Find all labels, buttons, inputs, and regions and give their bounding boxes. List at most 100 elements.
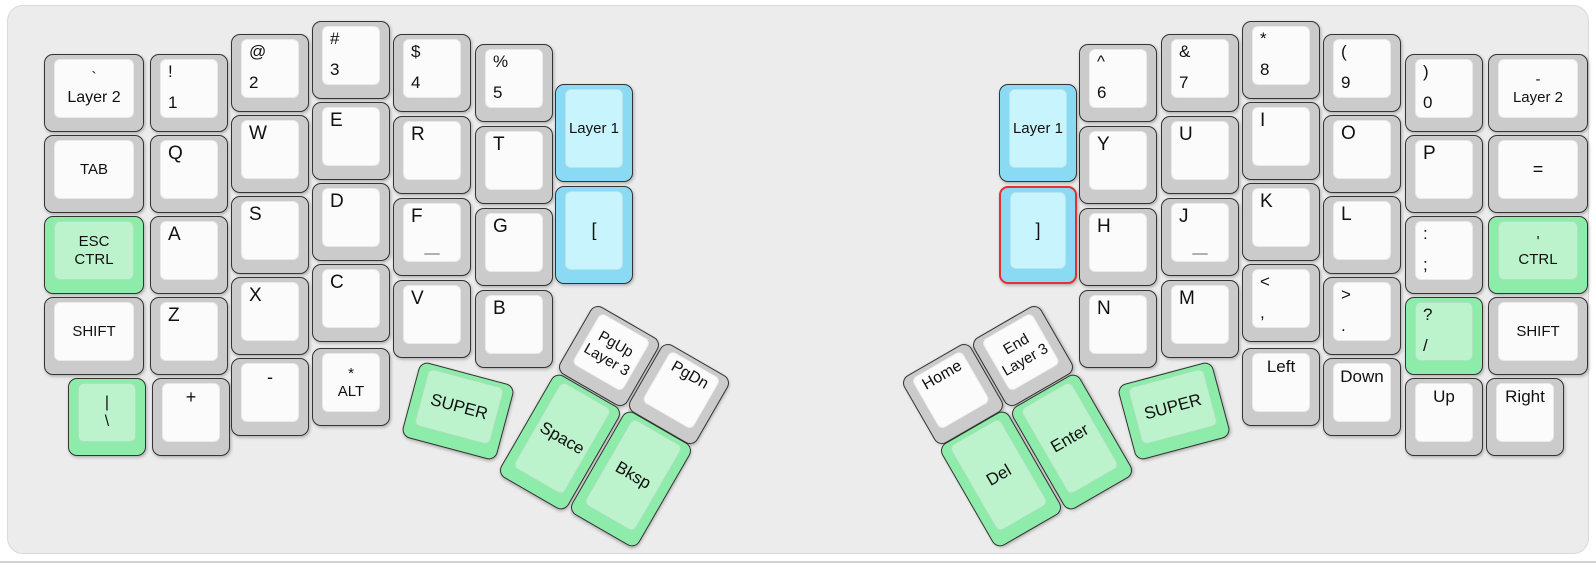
key-caret-6[interactable]: ^6 [1079,44,1157,122]
keycap-top: G [485,213,543,272]
keycap-top: N [1089,295,1147,354]
key-h[interactable]: H [1079,208,1157,286]
key-right-arrow[interactable]: Right [1486,378,1564,456]
keycap-top: SHIFT [1498,302,1578,361]
key-legend: \ [104,412,110,430]
key-percent-5[interactable]: %5 [475,44,553,122]
key-z[interactable]: Z [150,297,228,375]
homing-bar [424,253,440,255]
key-f[interactable]: F [393,198,471,276]
key-greater-period[interactable]: >. [1323,277,1401,355]
key-u[interactable]: U [1161,116,1239,194]
keycap-top: P [1415,140,1473,199]
keycap-top: - [241,363,299,422]
key-legend: N [1097,298,1111,319]
key-legend: [ [591,220,597,241]
key-x[interactable]: X [231,277,309,355]
key-legend: H [1097,216,1111,237]
key-lparen-9[interactable]: (9 [1323,34,1401,112]
key-pipe-backslash[interactable]: |\ [68,378,146,456]
key-layer1-right[interactable]: Layer 1 [999,84,1077,182]
key-rbracket[interactable]: ] [999,186,1077,284]
key-rparen-0[interactable]: )0 [1405,54,1483,132]
key-s[interactable]: S [231,196,309,274]
key-m[interactable]: M [1161,280,1239,358]
key-o[interactable]: O [1323,115,1401,193]
keycap-top: SUPER [413,368,505,446]
key-super-right[interactable]: SUPER [1116,360,1232,462]
key-legend: ; [1423,255,1428,275]
key-q[interactable]: Q [150,135,228,213]
keycap-top: )0 [1415,59,1473,118]
key-down-arrow[interactable]: Down [1323,358,1401,436]
key-e[interactable]: E [312,102,390,180]
keycap-top: = [1498,140,1578,199]
key-shift-right[interactable]: SHIFT [1488,297,1588,375]
key-dollar-4[interactable]: $4 [393,34,471,112]
key-minus[interactable]: - [231,358,309,436]
key-y[interactable]: Y [1079,126,1157,204]
key-shift-left[interactable]: SHIFT [44,297,144,375]
key-legend: ? [1423,305,1433,324]
key-b[interactable]: B [475,290,553,368]
keycap-top: SUPER [1127,368,1219,446]
keycap-top: *ALT [322,353,380,412]
key-d[interactable]: D [312,183,390,261]
key-at-2[interactable]: @2 [231,34,309,112]
key-legend: | [104,394,110,412]
key-lbracket[interactable]: [ [555,186,633,284]
key-amp-7[interactable]: &7 [1161,34,1239,112]
key-r[interactable]: R [393,116,471,194]
key-layer1-left[interactable]: Layer 1 [555,84,633,182]
keycap-top: B [485,295,543,354]
key-i[interactable]: I [1242,102,1320,180]
key-v[interactable]: V [393,280,471,358]
key-w[interactable]: W [231,115,309,193]
key-legend: U [1179,124,1193,145]
key-quote-ctrl[interactable]: 'CTRL [1488,216,1588,294]
keycap-top: Layer 1 [1009,89,1067,168]
key-minus-layer2[interactable]: -Layer 2 [1488,54,1588,132]
key-up-arrow[interactable]: Up [1405,378,1483,456]
key-exclam-1[interactable]: !1 [150,54,228,132]
key-legend: K [1260,191,1273,212]
key-plus[interactable]: + [152,378,230,456]
key-legend: M [1179,288,1195,309]
key-star-alt[interactable]: *ALT [312,348,390,426]
key-k[interactable]: K [1242,183,1320,261]
key-legend: ( [1341,42,1347,61]
key-legend: ALT [337,382,365,400]
key-g[interactable]: G [475,208,553,286]
key-legend: TAB [79,160,109,178]
key-left-arrow[interactable]: Left [1242,348,1320,426]
key-equals[interactable]: = [1488,135,1588,213]
key-super-left[interactable]: SUPER [400,360,516,462]
key-question-slash[interactable]: ?/ [1405,297,1483,375]
key-t[interactable]: T [475,126,553,204]
key-l[interactable]: L [1323,196,1401,274]
key-hash-3[interactable]: #3 [312,21,390,99]
key-n[interactable]: N [1079,290,1157,368]
key-grave-layer2[interactable]: `Layer 2 [44,54,144,132]
key-p[interactable]: P [1405,135,1483,213]
key-j[interactable]: J [1161,198,1239,276]
key-legend: J [1179,206,1189,227]
key-legend: Layer 1 [1012,119,1064,137]
key-c[interactable]: C [312,264,390,342]
key-a[interactable]: A [150,216,228,294]
key-legend: 5 [493,83,503,103]
window-bottom-edge [0,561,1596,563]
key-legend: 0 [1423,93,1433,113]
key-tab[interactable]: TAB [44,135,144,213]
key-less-comma[interactable]: <, [1242,264,1320,342]
key-legend: Layer 2 [67,88,121,106]
keycap-top: Left [1252,353,1310,412]
key-legend: Q [168,143,183,164]
keycap-top: V [403,285,461,344]
keycap-top: M [1171,285,1229,344]
keycap-top: K [1252,188,1310,247]
key-star-8[interactable]: *8 [1242,21,1320,99]
keycap-top: ] [1010,192,1066,269]
key-colon-semicolon[interactable]: :; [1405,216,1483,294]
